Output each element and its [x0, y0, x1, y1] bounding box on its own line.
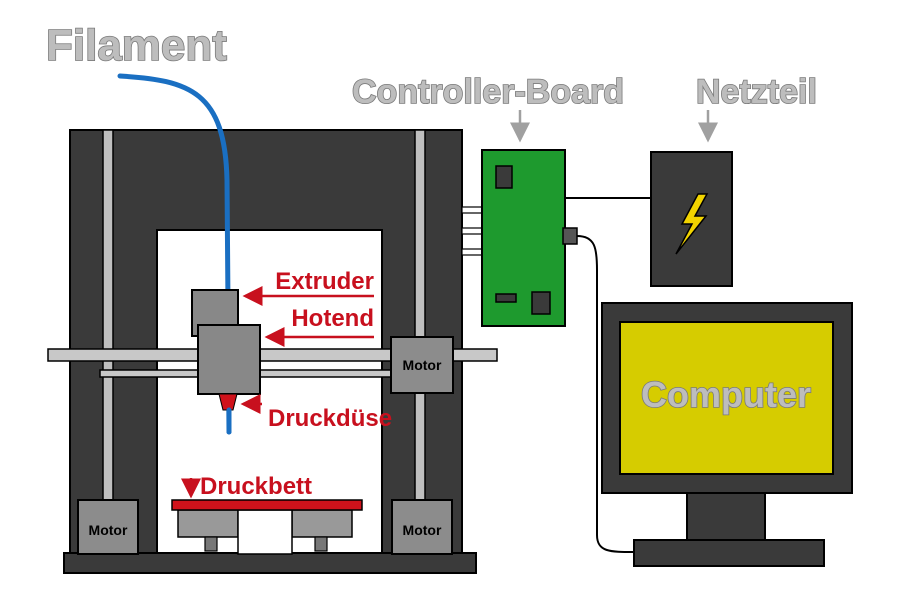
print-bed-assembly [171, 499, 363, 555]
computer-label: Computer [641, 374, 811, 415]
board-chip-top [495, 165, 513, 189]
usb-cable [576, 235, 635, 553]
print-bed [171, 499, 363, 511]
motor-label: Motor [403, 522, 442, 538]
vertical-rod-right [414, 129, 426, 531]
motor-label: Motor [89, 522, 128, 538]
motor-label: Motor [403, 357, 442, 373]
controller-board [481, 149, 578, 327]
monitor-base [633, 539, 825, 567]
motor-right: Motor [391, 499, 453, 555]
vertical-rod-left [102, 129, 114, 531]
power-supply-label: Netzteil [696, 73, 817, 111]
controller-board-label: Controller-Board [352, 73, 624, 111]
power-supply [650, 151, 733, 287]
lightning-bolt-icon [675, 193, 709, 255]
monitor-stand-neck [686, 492, 766, 541]
monitor-screen [619, 321, 834, 475]
base-plate [63, 552, 477, 574]
bed-foot-right [314, 536, 328, 552]
nozzle [218, 393, 238, 411]
usb-port [562, 227, 578, 245]
hotend-block [197, 324, 261, 395]
filament-strand [117, 73, 232, 435]
extruder-label: Extruder [275, 268, 374, 295]
computer: Computer [601, 302, 853, 567]
print-bed-label: Druckbett [200, 473, 312, 500]
board-connectors [461, 206, 485, 256]
board-chip-bottom [531, 291, 551, 315]
bed-block-left [177, 509, 239, 538]
hotend-label: Hotend [291, 305, 374, 332]
bed-center [237, 509, 293, 555]
bed-foot-left [204, 536, 218, 552]
board-chip-bottom-small [495, 293, 517, 303]
x-rail-main [47, 348, 498, 362]
motor-x: Motor [390, 336, 454, 394]
motor-left: Motor [77, 499, 139, 555]
nozzle-label: Druckdüse [268, 405, 392, 432]
bed-block-right [291, 509, 353, 538]
filament-label: Filament [46, 21, 227, 70]
